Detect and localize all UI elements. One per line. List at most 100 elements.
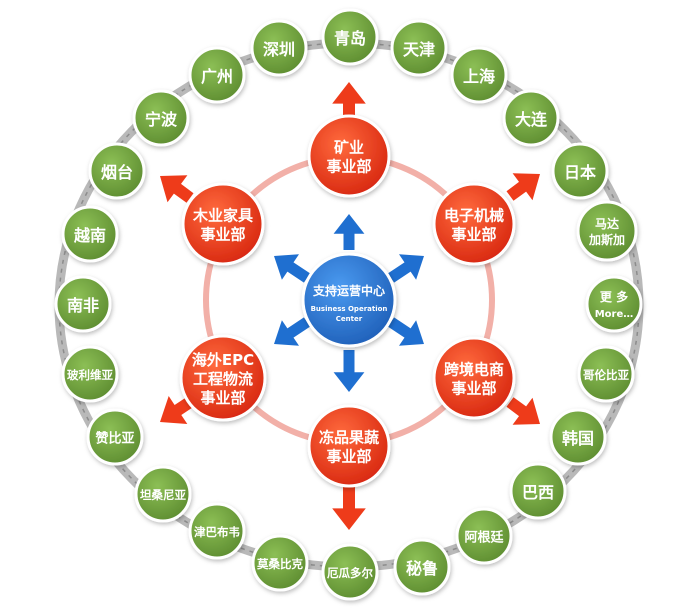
city-label: 韩国: [562, 429, 594, 448]
red-arrow-down: [332, 486, 366, 530]
division-label: 矿业: [334, 139, 364, 157]
support-operation-center: 支持运营中心 Business Operation Center: [301, 252, 397, 348]
city-label: 广州: [201, 67, 233, 86]
city-circle: [250, 19, 308, 77]
city-circle: [450, 46, 508, 104]
city-node: 秘鲁: [393, 538, 451, 596]
red-arrow-upper-left: [160, 175, 194, 203]
division-circle: [179, 334, 267, 422]
city-label: 玻利维亚: [67, 368, 113, 382]
blue-arrow-up: [333, 214, 365, 250]
city-label: 上海: [463, 67, 495, 86]
center-subtitle-line2: Center: [336, 315, 363, 323]
blue-arrow-lower-left: [274, 317, 311, 346]
city-label: 巴西: [522, 483, 554, 502]
city-circle: [321, 8, 379, 66]
city-node: 赞比亚: [86, 408, 144, 466]
city-label: 津巴布韦: [194, 525, 240, 539]
division-label: 电子机械: [444, 207, 504, 225]
city-label: 天津: [403, 40, 435, 59]
division-label: 事业部: [451, 226, 496, 244]
division-circle: [181, 182, 265, 266]
city-label: 越南: [73, 226, 106, 245]
city-node: 烟台: [88, 142, 146, 200]
city-label-line2: 加斯加: [588, 232, 625, 247]
city-node: 玻利维亚: [61, 345, 119, 403]
red-arrow-lower-right: [506, 397, 540, 425]
division-nodes: 矿业事业部电子机械事业部跨境电商事业部冻品果蔬事业部海外EPC工程物流事业部木业…: [179, 114, 516, 488]
city-node: 坦桑尼亚: [134, 465, 192, 523]
city-circle: [251, 534, 309, 592]
city-node: 厄瓜多尔: [321, 543, 379, 601]
red-arrow-lower-left: [160, 396, 194, 424]
city-circle: [54, 275, 112, 333]
city-label: 赞比亚: [94, 431, 134, 447]
blue-arrow-down: [333, 350, 365, 392]
center-circle: [301, 252, 397, 348]
division-label: 事业部: [200, 226, 245, 244]
city-node: 莫桑比克: [251, 534, 309, 592]
city-label: 厄瓜多尔: [327, 566, 373, 580]
city-circle: [61, 345, 119, 403]
division-label: 冻品果蔬: [319, 429, 379, 447]
division-circle: [432, 336, 516, 420]
city-circle: [455, 507, 513, 565]
center-title: 支持运营中心: [312, 283, 385, 298]
blue-arrow-lower-right: [387, 317, 424, 346]
city-label: 大连: [515, 110, 548, 129]
city-label: 坦桑尼亚: [140, 488, 186, 502]
city-circle: [88, 142, 146, 200]
city-circle: [132, 89, 190, 147]
blue-arrow-upper-right: [387, 254, 424, 283]
city-label: 烟台: [101, 163, 133, 182]
center-subtitle-line1: Business Operation: [311, 305, 388, 313]
city-node: 更 多 More…: [585, 275, 643, 333]
city-circle: [585, 275, 643, 333]
city-circle: [86, 408, 144, 466]
city-circle: [576, 200, 638, 262]
city-circle: [509, 462, 567, 520]
city-node: 宁波: [132, 89, 190, 147]
division-label: 工程物流: [193, 370, 253, 388]
red-arrow-up: [332, 82, 366, 118]
division-circle: [307, 114, 391, 198]
division-label: 跨境电商: [444, 361, 504, 379]
city-label-line2: More…: [595, 309, 634, 320]
city-circle: [549, 408, 607, 466]
city-circle: [321, 543, 379, 601]
city-node: 南非: [54, 275, 112, 333]
division-label: 事业部: [326, 158, 371, 176]
city-label: 莫桑比克: [256, 557, 303, 571]
city-node: 青岛: [321, 8, 379, 66]
city-node: 津巴布韦: [188, 502, 246, 560]
city-node: 日本: [551, 142, 609, 200]
city-node: 上海: [450, 46, 508, 104]
city-label: 阿根廷: [464, 530, 504, 546]
city-label: 深圳: [263, 40, 295, 59]
city-node: 韩国: [549, 408, 607, 466]
city-label: 更 多: [600, 289, 628, 304]
city-node: 大连: [502, 89, 560, 147]
blue-arrow-upper-left: [274, 254, 311, 283]
city-label: 哥伦比亚: [583, 368, 629, 382]
city-label: 日本: [564, 163, 596, 182]
city-node: 天津: [390, 19, 448, 77]
city-node: 哥伦比亚: [577, 345, 635, 403]
division-label: 事业部: [451, 380, 496, 398]
city-label: 南非: [67, 296, 99, 315]
city-circle: [551, 142, 609, 200]
division-label: 事业部: [200, 389, 245, 407]
city-node: 深圳: [250, 19, 308, 77]
division-label: 木业家具: [192, 207, 253, 225]
city-circle: [188, 46, 246, 104]
division-circle: [307, 404, 391, 488]
city-label: 宁波: [145, 110, 178, 129]
